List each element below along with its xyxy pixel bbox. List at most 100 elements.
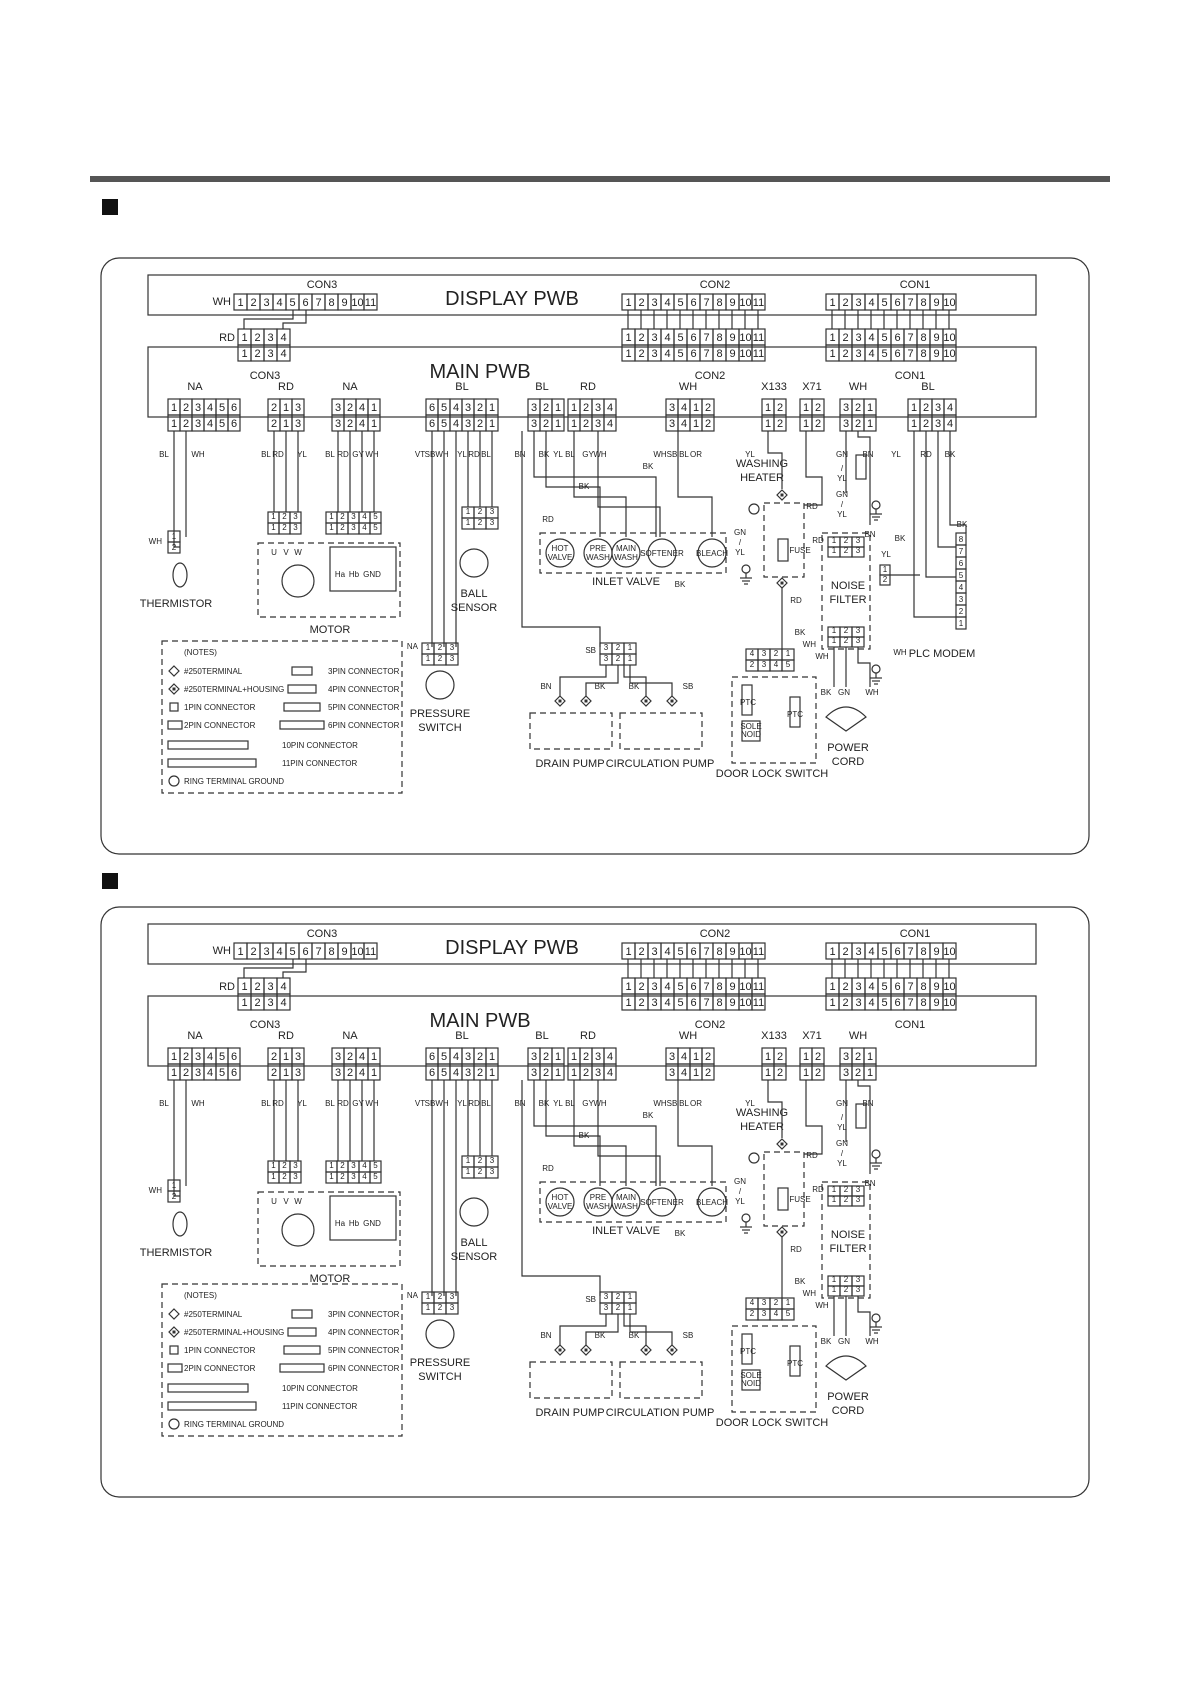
wire-label-bk: BK	[821, 688, 832, 697]
pin-number: 2	[340, 512, 345, 521]
washing-heater-label: HEATER	[740, 1121, 784, 1133]
wire-label-rd: RD	[219, 981, 235, 993]
pin-number: 10	[943, 348, 955, 360]
pin-number: 10	[739, 348, 751, 360]
note-text-n2pin: 2PIN CONNECTOR	[184, 1364, 256, 1373]
pin-number: 1	[832, 1285, 837, 1294]
note-text-n250h: #250TERMINAL+HOUSING	[184, 685, 284, 694]
pin-number: 2	[438, 1292, 443, 1301]
motor-label: MOTOR	[310, 1273, 351, 1285]
wire-label-yl: YL	[745, 1099, 755, 1108]
valve-label: SOFTENER	[640, 549, 684, 558]
pin-number: 8	[920, 332, 926, 344]
pin-number: 5	[373, 1172, 378, 1181]
pin-number: 1	[489, 1051, 495, 1063]
pin-number: 1	[625, 946, 631, 958]
pressure-switch-icon	[425, 1319, 455, 1349]
valve-wire	[545, 1080, 601, 1186]
noise-filter-label: FILTER	[829, 1243, 866, 1255]
pin-number: 3	[490, 518, 495, 527]
note-text-ring: RING TERMINAL GROUND	[184, 777, 284, 786]
ribbon-wire	[243, 310, 294, 329]
ground-ring	[871, 500, 881, 510]
valve-wire	[597, 1080, 661, 1186]
pin-number: 4	[453, 418, 459, 430]
pin-number: 2	[478, 1167, 483, 1176]
note-text-n6pin: 6PIN CONNECTOR	[328, 721, 400, 730]
pin-number: 4	[664, 946, 670, 958]
wire-label-bk: BK	[539, 450, 550, 459]
ground-ring	[871, 1313, 881, 1323]
pin3-icon	[291, 1309, 313, 1319]
pump-wire	[521, 431, 601, 647]
pin-number: 6	[959, 559, 964, 568]
pin-number: 5	[373, 1161, 378, 1170]
pin-number: 6	[302, 946, 308, 958]
pin-number: 2	[250, 297, 256, 309]
wire-label-bl: BL	[565, 1099, 575, 1108]
pin-number: 2	[923, 418, 929, 430]
heater-wire	[767, 1080, 783, 1138]
display-con3-label: CON3	[307, 279, 338, 291]
pin-number: 1	[271, 512, 276, 521]
note-text-n250h: #250TERMINAL+HOUSING	[184, 1328, 284, 1337]
pin-number: 5	[881, 981, 887, 993]
plc-2pin-connector: 12	[879, 564, 891, 586]
wire-label-yl: YL	[837, 474, 847, 483]
pin-number: 3	[267, 981, 273, 993]
pin-number: 1	[489, 418, 495, 430]
pin-number: 4	[280, 348, 286, 360]
main-con2-label: CON2	[695, 1019, 726, 1031]
pin-number: 1	[625, 997, 631, 1009]
pin-number: 4	[774, 1309, 779, 1318]
valve-label: WASH	[586, 553, 610, 562]
pin-number: 1	[489, 402, 495, 414]
pin-number: 4	[207, 418, 213, 430]
wire-label-slash: /	[841, 500, 844, 509]
thermistor-icon	[172, 1211, 188, 1237]
motor-label: MOTOR	[310, 624, 351, 636]
pump-wire	[629, 665, 673, 696]
pin-number: 2	[638, 348, 644, 360]
wire-label-wh: WH	[149, 1186, 163, 1195]
page-header-rule	[90, 176, 1110, 182]
terminal-housing-icon	[780, 1142, 784, 1146]
pin-number: 2	[638, 297, 644, 309]
wire-label-yl: YL	[837, 1159, 847, 1168]
pin-number: 1	[426, 643, 431, 652]
connector-pin	[445, 1302, 459, 1315]
connector-pin	[167, 1190, 181, 1203]
noise-filter-housing	[821, 1181, 871, 1299]
pin-number: 2	[183, 1067, 189, 1079]
pump-wire	[559, 1314, 607, 1345]
note-text-n2pin: 2PIN CONNECTOR	[184, 721, 256, 730]
connector-pin	[851, 546, 865, 558]
ptc-element-icon	[741, 684, 753, 716]
washing-heater-label: WASHING	[736, 1107, 788, 1119]
pin-number: 1	[832, 1275, 837, 1284]
pin-number: 2	[855, 1067, 861, 1079]
pin-number: 2	[842, 332, 848, 344]
pin-number: 2	[172, 543, 177, 552]
pump-wire	[559, 665, 607, 696]
pin-number: 6	[894, 348, 900, 360]
terminal-icon	[776, 1138, 788, 1150]
pin-number: 3	[267, 348, 273, 360]
pin-number: 3	[195, 1067, 201, 1079]
wire-label-gn: GN	[838, 688, 850, 697]
wire-label-sb: SB	[425, 450, 436, 459]
pin-number: 1	[628, 643, 633, 652]
pin-number: 11	[365, 297, 376, 309]
pin-number: 1	[765, 1051, 771, 1063]
pin-number: 6	[690, 997, 696, 1009]
pin-number: 3	[450, 643, 455, 652]
pin-number: 2	[583, 418, 589, 430]
pin-number: 3	[450, 1303, 455, 1312]
motor-ha-label: Ha	[335, 570, 346, 579]
